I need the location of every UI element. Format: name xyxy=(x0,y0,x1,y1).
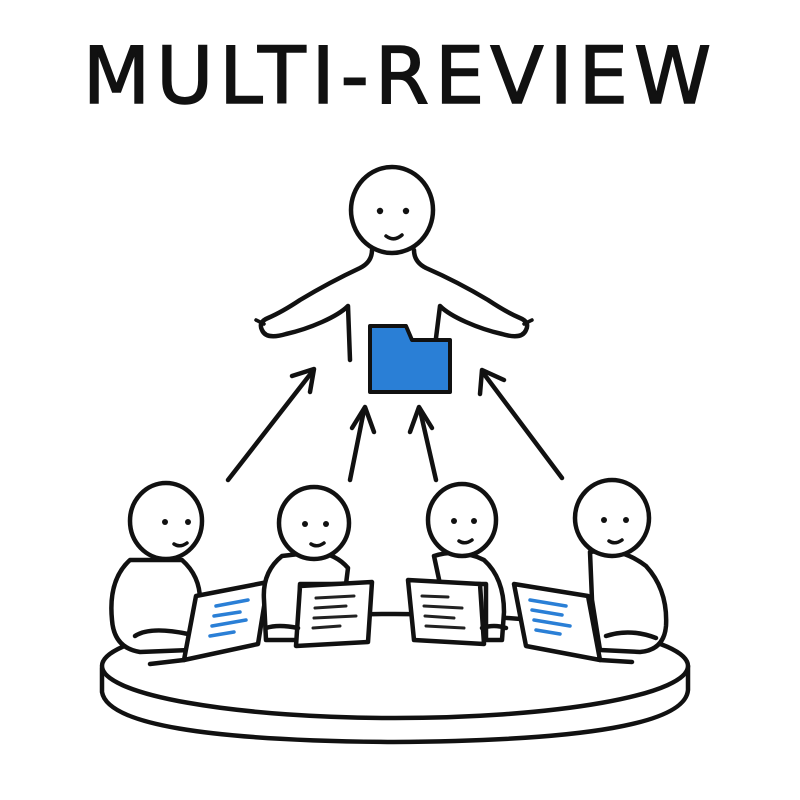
lead-left-arm xyxy=(258,247,375,363)
feedback-arrows xyxy=(225,366,565,483)
lead-right-arm xyxy=(411,247,530,341)
lead-head xyxy=(348,164,436,256)
reviewer-3-head xyxy=(425,481,499,559)
paper-document xyxy=(293,579,375,649)
arrow-1 xyxy=(225,369,315,483)
arrow-4 xyxy=(481,371,565,481)
laptop-device xyxy=(147,579,271,667)
reviewer-3 xyxy=(405,481,509,647)
reviewer-1 xyxy=(109,480,271,667)
reviewer-4-head xyxy=(572,477,652,559)
reviewer-2 xyxy=(261,484,375,649)
laptop-device xyxy=(511,581,635,665)
arrow-2 xyxy=(347,407,367,483)
arrow-3 xyxy=(417,407,439,483)
reviewer-4 xyxy=(511,477,669,665)
paper-document xyxy=(405,577,487,647)
lead-person xyxy=(254,164,534,363)
folder-icon xyxy=(368,324,452,394)
page-title: MULTI-REVIEW xyxy=(82,32,718,122)
reviewer-2-head xyxy=(276,484,352,562)
